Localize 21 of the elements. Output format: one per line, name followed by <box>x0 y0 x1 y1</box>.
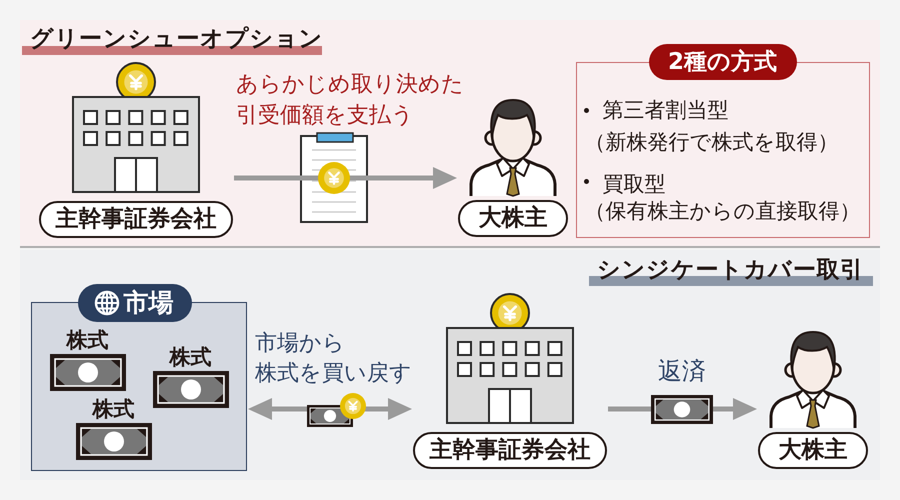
edge-label: あらかじめ取り決めた引受価額を支払う <box>236 71 464 130</box>
entity-label: 大株主 <box>758 432 868 469</box>
list-note: （保有株主からの直接取得） <box>584 198 860 222</box>
list-item: 第三者割当型 <box>602 98 728 122</box>
entity-label: 主幹事証券会社 <box>413 432 607 469</box>
banknote-caption: 株式 <box>65 328 110 352</box>
entity-label: 主幹事証券会社 <box>39 201 233 238</box>
edge-label: 市場から株式を買い戻す <box>255 330 412 388</box>
heading-tag: 2種の方式 <box>648 44 796 80</box>
section-panel <box>20 20 880 248</box>
list-note: （新株発行で株式を取得） <box>584 130 838 154</box>
banknote-caption: 株式 <box>91 396 136 420</box>
banknote-caption: 株式 <box>168 344 212 368</box>
entity-label: 大株主 <box>458 200 568 237</box>
edge-label: 返済 <box>658 356 706 386</box>
section-panel <box>20 250 880 480</box>
section-heading: グリーンシューオプション <box>22 24 322 55</box>
arrow <box>234 167 457 189</box>
list-item: 買取型 <box>602 172 666 196</box>
section-heading: シンジケートカバー取引 <box>589 256 873 286</box>
market-title: 市場 <box>124 286 174 318</box>
